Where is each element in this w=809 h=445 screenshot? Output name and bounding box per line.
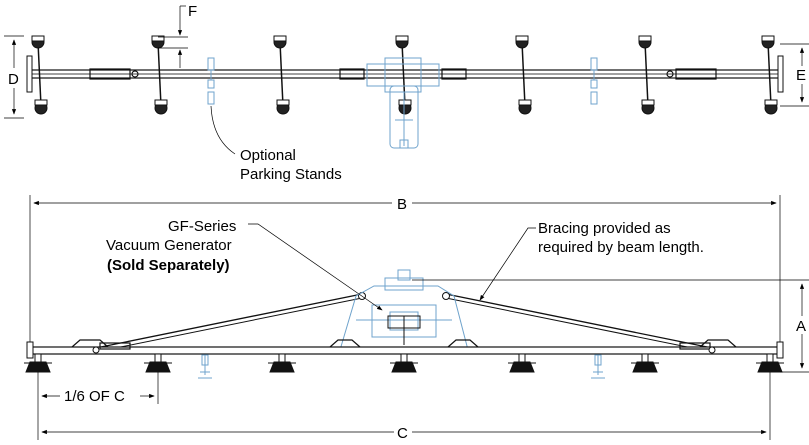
callout-generator-line2: Vacuum Generator [106,237,232,254]
top-center-frame [366,57,440,149]
dim-d: D [4,35,24,119]
side-vacuum-pad [268,353,296,373]
side-vacuum-pad [508,353,536,373]
top-end-plate-right [777,55,784,93]
dim-e: E [780,43,809,107]
dim-c: C [37,372,771,442]
callout-bracing-line2: required by beam length. [538,239,704,256]
callout-parking-leader [210,105,236,155]
top-pad-arm [638,35,655,115]
side-center-frame [339,269,469,351]
dim-f: F [158,3,197,68]
top-pad-arms [31,35,778,115]
top-view: D E F Optional Parking Stands [4,3,809,183]
side-view: B [24,195,809,442]
callout-parking-line2: Parking Stands [240,166,342,183]
callout-generator-line1: GF-Series [168,218,236,235]
dim-sixth-label: 1/6 OF C [64,388,125,405]
top-parking-stands [207,57,598,105]
side-vacuum-pad [390,353,418,373]
side-vacuum-pad [631,353,659,373]
dim-d-label: D [8,71,19,88]
side-vacuum-pads [24,353,784,373]
dim-c-label: C [397,425,408,442]
bracing-left [95,293,363,349]
top-pad-arm [273,35,290,115]
top-pad-arm [515,35,532,115]
side-vacuum-pad [24,353,52,373]
dim-e-label: E [796,67,806,84]
dim-a: A [412,279,809,373]
side-vacuum-pad [144,353,172,373]
dim-f-label: F [188,3,197,20]
top-pad-arm [31,35,48,115]
top-pad-arm [761,35,778,115]
side-main-beam [29,346,781,355]
top-end-plate-left [26,55,33,93]
dim-b-label: B [397,196,407,213]
callout-bracing-line1: Bracing provided as [538,220,671,237]
side-vacuum-pad [756,353,784,373]
callout-generator-line3: (Sold Separately) [107,257,230,274]
dim-sixth-of-c: 1/6 OF C [41,372,159,405]
side-parking-stands [198,354,605,379]
top-pad-arm [151,35,168,115]
dim-b: B [29,195,781,352]
top-hardware [89,68,717,80]
callout-parking-line1: Optional [240,147,296,164]
callout-bracing-leader [479,227,536,301]
dim-a-label: A [796,318,806,335]
callout-generator-leader [248,223,383,311]
bracing-right [445,293,713,349]
